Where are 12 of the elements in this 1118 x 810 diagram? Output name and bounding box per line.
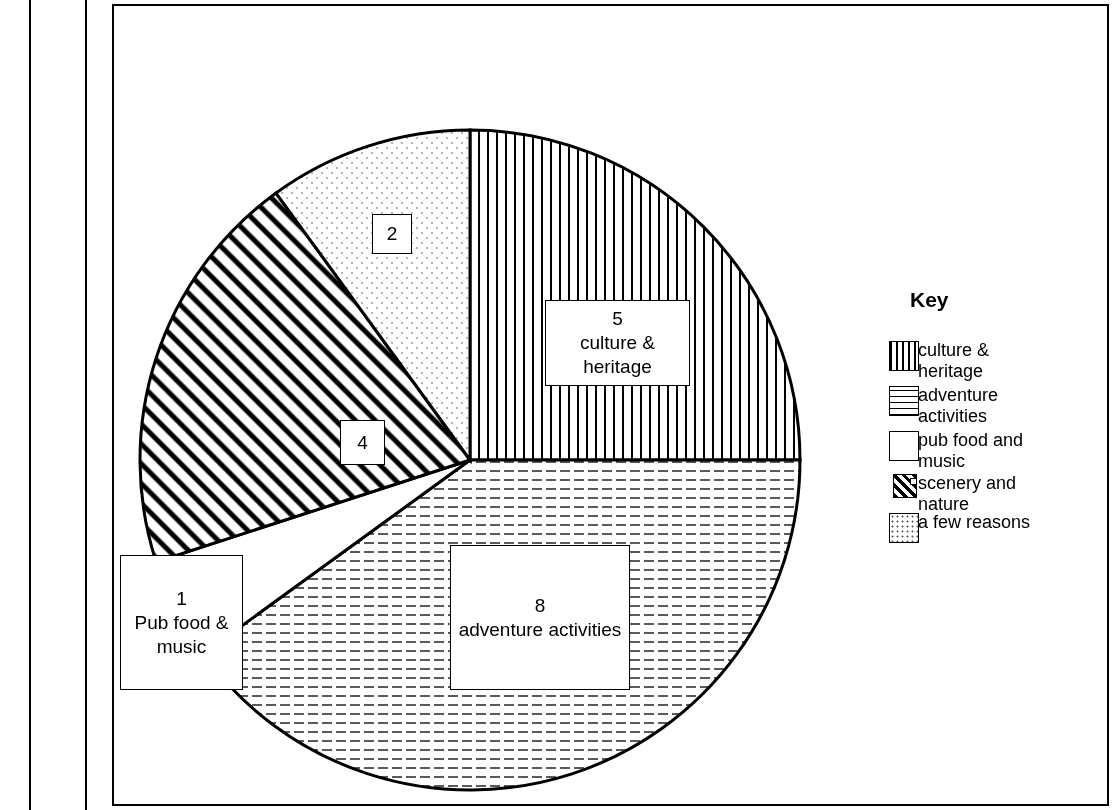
- data-label: 1 Pub food & music: [120, 555, 243, 690]
- legend-label: a few reasons: [918, 512, 1032, 533]
- data-label: 8: [534, 593, 546, 618]
- data-label: 2: [372, 214, 412, 254]
- data-label: 1: [176, 586, 187, 611]
- data-label: 8 adventure activities: [450, 545, 630, 690]
- data-label: 2: [386, 222, 398, 246]
- data-label: 4: [357, 430, 368, 455]
- data-label: 5 culture & heritage: [545, 300, 690, 386]
- legend-title: Key: [910, 288, 949, 312]
- data-label: 4: [340, 420, 385, 465]
- data-label: 5: [612, 307, 623, 331]
